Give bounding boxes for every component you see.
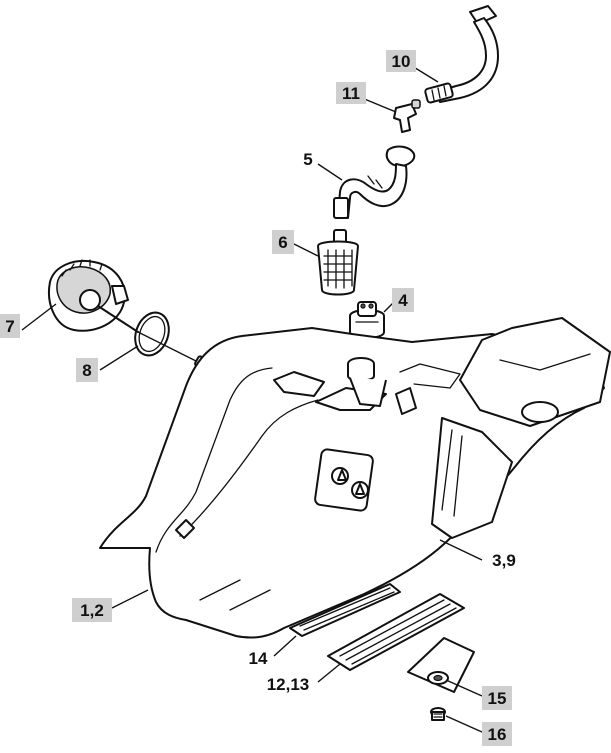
part-fuel-filter-6 [317,229,359,296]
part-vent-valve-4 [349,301,385,339]
callout-12-13-text: 12,13 [267,675,310,694]
callout-11: 11 [336,82,366,104]
callout-4: 4 [392,288,414,312]
part-screw-16 [430,707,446,721]
part-o-ring-8 [134,311,170,357]
callout-8: 8 [76,358,98,382]
part-washer-plate-15 [407,637,475,693]
callout-14-text: 14 [249,649,268,668]
part-tank-housing-1-2 [99,317,611,639]
callout-14: 14 [249,649,268,668]
callout-12-13: 12,13 [267,675,310,694]
callout-4-text: 4 [398,291,408,310]
part-elbow-fitting-11 [393,99,421,133]
callout-10: 10 [386,50,416,72]
callout-15-text: 15 [488,689,507,708]
callout-7: 7 [0,314,20,338]
callout-1-2: 1,2 [72,598,112,622]
callout-16: 16 [482,722,512,746]
callout-6-text: 6 [278,233,287,252]
callout-10-text: 10 [392,52,411,71]
callout-3-9: 3,9 [492,551,516,570]
callout-6: 6 [272,230,294,254]
callout-5: 5 [303,150,312,169]
callout-5-text: 5 [303,150,312,169]
part-pump-assembly-7 [48,259,210,371]
part-decal-12-13 [327,593,465,671]
leader-lines [21,65,483,733]
part-decal-14 [289,583,401,637]
part-fuel-line-10 [424,5,499,104]
callout-1-2-text: 1,2 [80,601,104,620]
callout-7-text: 7 [5,317,14,336]
callout-16-text: 16 [488,725,507,744]
callout-3-9-text: 3,9 [492,551,516,570]
part-pickup-hose-5 [333,145,416,219]
callout-8-text: 8 [82,361,91,380]
callout-15: 15 [482,686,512,710]
callout-11-text: 11 [342,84,360,103]
